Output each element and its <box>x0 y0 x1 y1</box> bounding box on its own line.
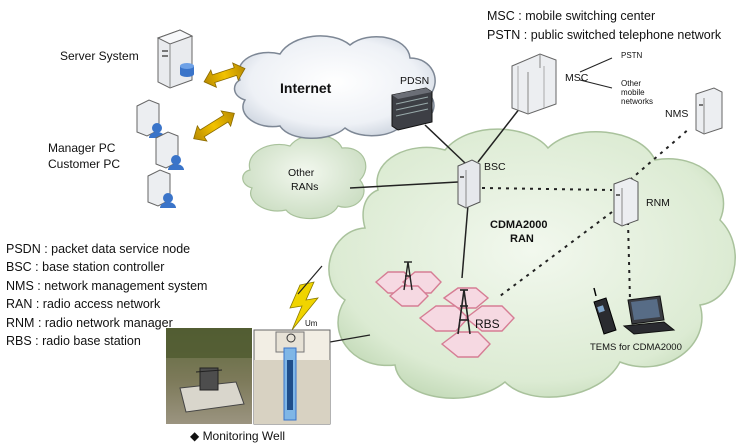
legend-rnm: RNM : radio network manager <box>6 315 173 330</box>
rbs-label: RBS <box>475 317 500 331</box>
nms-label: NMS <box>665 108 688 120</box>
connection-lines <box>329 57 691 343</box>
internet-label: Internet <box>280 80 332 96</box>
rnm-server-icon <box>613 177 639 227</box>
double-arrow-icon <box>193 110 235 142</box>
abbreviation-legend-left: PSDN : packet data service node BSC : ba… <box>6 240 207 350</box>
legend-msc: MSC : mobile switching center <box>487 9 656 23</box>
server-icon <box>156 29 194 89</box>
other-mobile-networks-label-2: mobile <box>621 88 645 97</box>
cdma2000-ran-cloud <box>328 128 736 399</box>
manager-pc-label: Manager PC <box>48 141 116 155</box>
msc-switch-icon <box>511 53 557 115</box>
phone-icon <box>593 287 617 335</box>
double-arrow-icon <box>203 62 246 88</box>
other-rans-cloud <box>242 134 367 220</box>
legend-nms: NMS : network management system <box>6 278 208 293</box>
server-system-label: Server System <box>60 49 139 63</box>
internet-cloud <box>233 35 436 139</box>
pc-icon <box>155 131 184 170</box>
legend-psdn: PSDN : packet data service node <box>6 242 191 256</box>
legend-bsc: BSC : base station controller <box>6 260 165 275</box>
pdsn-label: PDSN <box>400 75 429 87</box>
other-rans-label-2: RANs <box>291 181 318 193</box>
lightning-bolt-icon <box>289 281 319 331</box>
other-rans-label-1: Other <box>288 167 315 179</box>
monitoring-well-photo <box>166 328 252 424</box>
rnm-label: RNM <box>646 197 670 209</box>
bsc-rbs-link <box>461 204 469 279</box>
antenna-tower-icon <box>457 289 471 335</box>
legend-pstn: PSTN : public switched telephone network <box>487 28 722 42</box>
pc-icon <box>147 169 176 208</box>
bsc-msc-link <box>477 107 521 163</box>
pdsn-rack-icon <box>391 87 433 131</box>
customer-pc-label: Customer PC <box>48 157 120 171</box>
msc-label: MSC <box>565 72 589 84</box>
signal-line <box>297 265 323 295</box>
abbreviation-legend-top: MSC : mobile switching center PSTN : pub… <box>487 7 721 45</box>
pstn-label: PSTN <box>621 51 643 60</box>
rnm-tems-link <box>627 221 631 301</box>
laptop-icon <box>622 295 676 335</box>
other-rans-bsc-link <box>349 181 459 189</box>
bsc-rnm-link <box>481 187 613 191</box>
monitoring-well-label: ◆ Monitoring Well <box>190 429 285 443</box>
bsc-server-icon <box>457 159 481 209</box>
bsc-label: BSC <box>484 161 506 173</box>
msc-pstn-link <box>579 57 613 73</box>
pc-icon <box>136 99 165 138</box>
other-mobile-networks-label-3: networks <box>621 97 653 106</box>
legend-ran: RAN : radio access network <box>6 297 161 312</box>
ran-label-2: RAN <box>510 233 534 245</box>
ran-label-1: CDMA2000 <box>490 219 547 231</box>
antenna-tower-icon <box>403 261 413 291</box>
well-rbs-link <box>329 334 371 343</box>
nms-server-icon <box>695 87 723 135</box>
um-label: Um <box>305 319 318 328</box>
monitoring-well-diagram <box>253 329 331 425</box>
tems-label: TEMS for CDMA2000 <box>590 342 682 353</box>
pdsn-bsc-link <box>424 124 466 164</box>
msc-other-networks-link <box>579 79 613 89</box>
other-mobile-networks-label-1: Other <box>621 79 641 88</box>
legend-rbs: RBS : radio base station <box>6 334 141 349</box>
rnm-nms-link <box>629 127 691 181</box>
